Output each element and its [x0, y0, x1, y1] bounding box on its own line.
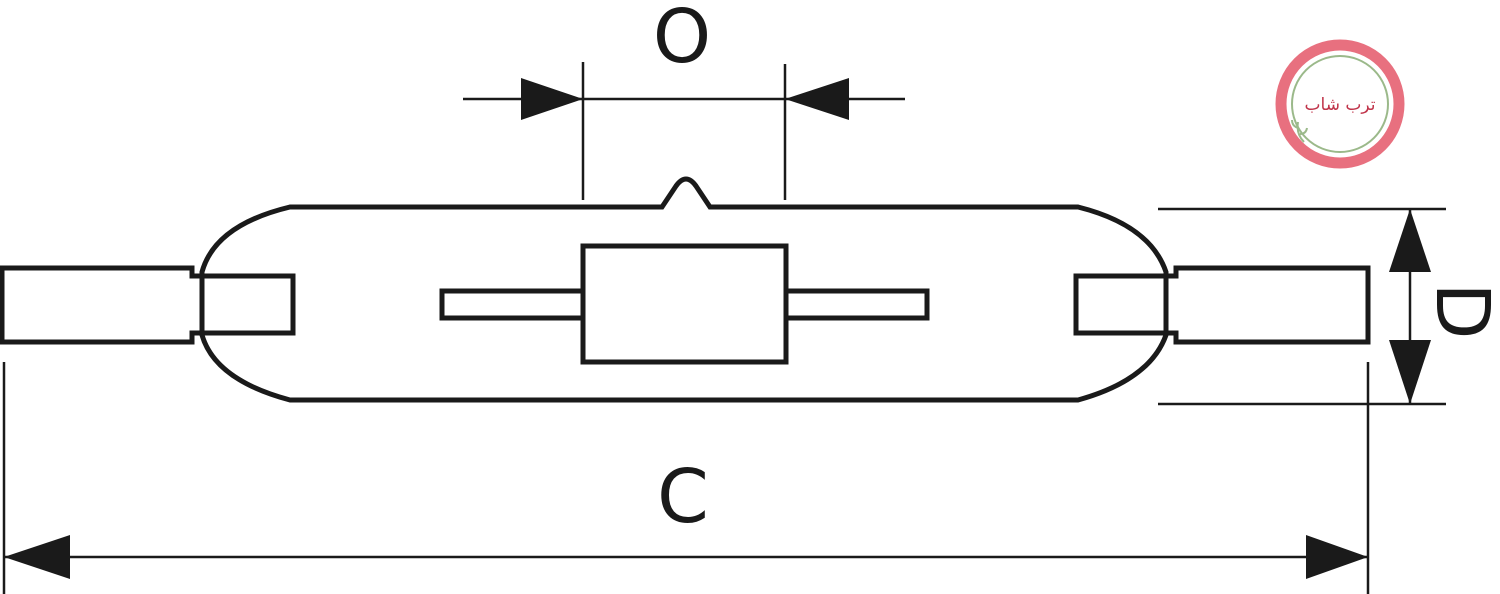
watermark-outer-ring	[1275, 39, 1405, 169]
right-electrode	[783, 288, 930, 321]
c-arrow-left	[4, 535, 70, 579]
d-arrow-top	[1389, 209, 1431, 272]
right-cap	[1073, 265, 1371, 345]
watermark-text: ترب شاب	[1305, 95, 1376, 115]
d-arrow-bottom	[1389, 340, 1431, 404]
o-arrow-right	[785, 78, 849, 120]
light-center-label: O	[653, 0, 711, 80]
overall-length-label: C	[657, 454, 709, 540]
o-arrow-left	[521, 78, 583, 120]
arc-tube	[580, 243, 789, 365]
left-cap	[0, 265, 296, 345]
left-electrode	[439, 288, 586, 321]
watermark-stamp: ترب شاب	[1275, 39, 1405, 169]
diameter-label: D	[1419, 283, 1500, 340]
watermark-inner-ring	[1291, 55, 1389, 153]
leaf-icon	[1291, 119, 1308, 143]
lamp-body	[199, 176, 1169, 403]
c-arrow-right	[1306, 535, 1368, 579]
